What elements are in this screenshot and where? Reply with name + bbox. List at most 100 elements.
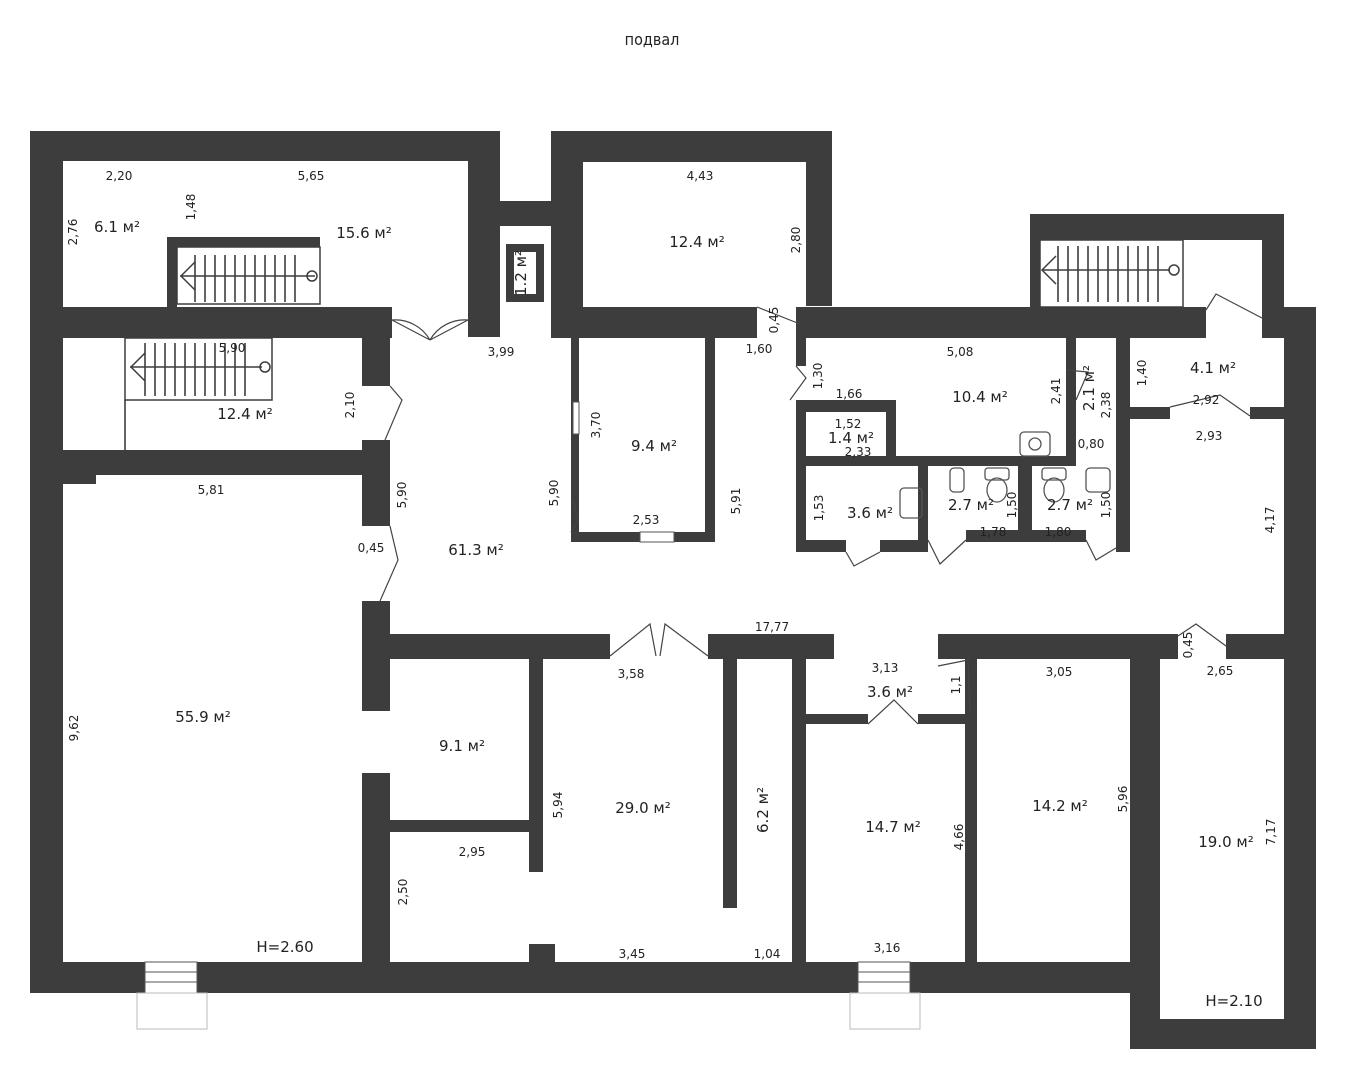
dimension: 2,80 — [789, 227, 803, 254]
wall-62-left — [723, 658, 737, 908]
wall-h-lower-4 — [1226, 634, 1316, 659]
wall-corridor-left — [468, 131, 500, 335]
dimension: 2,95 — [459, 845, 486, 859]
dimension: 3,99 — [488, 345, 515, 359]
wall-stair-left — [1030, 214, 1040, 309]
room-area: 3.6 м² — [867, 683, 913, 701]
wall-v-corridor-2 — [362, 440, 390, 526]
dimension: 3,05 — [1046, 665, 1073, 679]
dimension: 2,50 — [396, 879, 410, 906]
dimension: 0,45 — [358, 541, 385, 555]
ceiling-heights: H=2.60 H=2.10 — [256, 938, 1262, 1010]
dimension: 4,43 — [687, 169, 714, 183]
room-area: 12.4 м² — [217, 405, 273, 423]
dimension: 1,04 — [754, 947, 781, 961]
floor-title: подвал — [624, 30, 680, 49]
wall-21-left — [1066, 336, 1076, 466]
dimension: 1,50 — [1099, 492, 1113, 519]
room-area: 2.7 м² — [1047, 496, 1093, 514]
dimension: 3,45 — [619, 947, 646, 961]
room-area: 9.4 м² — [631, 437, 677, 455]
wall-94-right — [705, 336, 715, 540]
wall-14-top — [796, 400, 896, 412]
dimension: 2,92 — [1193, 393, 1220, 407]
stairs-mid-left — [124, 337, 273, 450]
dimension: 17,77 — [755, 620, 789, 634]
wall-room-12-right — [806, 131, 832, 306]
room-area: 3.6 м² — [847, 504, 893, 522]
dimension: 2,93 — [1196, 429, 1223, 443]
wall-h-mid-left — [30, 450, 390, 475]
wall-36b-bottom-a — [806, 714, 868, 724]
dimension: 1,52 — [835, 417, 862, 431]
room-area: 55.9 м² — [175, 708, 231, 726]
dimension: 1,48 — [184, 194, 198, 221]
dimension: 3,70 — [589, 412, 603, 439]
wall-14-left — [796, 400, 806, 552]
wall-14-right — [886, 400, 896, 460]
wall-h-upper-mid — [468, 307, 500, 337]
wall-h-lower-1 — [388, 634, 610, 659]
room-area: 1.2 м² — [512, 250, 530, 296]
dimension: 2,41 — [1049, 378, 1063, 405]
wall-h-upper-right — [796, 307, 1206, 338]
wall-h-upper-right2 — [1262, 307, 1316, 338]
dimension: 7,17 — [1264, 819, 1278, 846]
dimension: 3,16 — [874, 941, 901, 955]
dimension: 2,20 — [106, 169, 133, 183]
wall-41-bottom-a — [1130, 407, 1170, 419]
dimension: 3,13 — [872, 661, 899, 675]
wall-wc2-bottom — [1032, 530, 1086, 542]
dimension: 5,90 — [219, 341, 246, 355]
wall-top-middle — [551, 131, 832, 162]
bottom-windows — [136, 401, 921, 1030]
room-area: 10.4 м² — [952, 388, 1008, 406]
wall-top-right — [1030, 214, 1284, 240]
dimension: 5,96 — [1116, 786, 1130, 813]
dimension: 2,53 — [633, 513, 660, 527]
dimension: 2,38 — [1099, 392, 1113, 419]
wall-91-bottom — [388, 820, 543, 832]
wall-h-lower-3 — [938, 634, 1178, 659]
dimension: 5,90 — [547, 480, 561, 507]
dimensions: 2,20 5,65 2,76 1,48 4,43 2,80 0,45 1,60 … — [66, 169, 1278, 961]
dimension: 0,80 — [1078, 437, 1105, 451]
room-area: 14.7 м² — [865, 818, 921, 836]
dimension: 2,33 — [845, 445, 872, 459]
ceiling-height: H=2.60 — [256, 938, 313, 956]
room-area: 15.6 м² — [336, 224, 392, 242]
wall-room-12-left — [551, 131, 583, 335]
wall-h-upper-left — [30, 307, 392, 338]
wall-147-right — [965, 658, 977, 963]
room-area: 29.0 м² — [615, 799, 671, 817]
dimension: 1,50 — [1005, 492, 1019, 519]
dimension: 1,78 — [980, 525, 1007, 539]
dimension: 1,53 — [812, 495, 826, 522]
stairs-top-left — [167, 237, 321, 307]
wall-94-left — [571, 336, 579, 540]
room-area: 6.2 м² — [754, 787, 772, 833]
dimension: 1,40 — [1135, 360, 1149, 387]
room-area: 6.1 м² — [94, 218, 140, 236]
wall-h-upper-mid2 — [551, 307, 757, 338]
room-area: 2.1 м² — [1080, 365, 1098, 411]
room-1-2-inner — [514, 252, 536, 294]
dimension: 5,90 — [395, 482, 409, 509]
wall-36a-bottom-a — [796, 540, 846, 552]
wall-corridor-cap — [498, 201, 553, 226]
wall-10-4-left-a — [796, 336, 806, 366]
dimension: 3,58 — [618, 667, 645, 681]
wall-v-corridor-4 — [362, 773, 390, 993]
dimension: 2,65 — [1207, 664, 1234, 678]
sanitary-fixtures — [899, 431, 1111, 519]
wall-29-left — [529, 658, 543, 872]
wall-wc-top — [796, 456, 1066, 466]
room-area: 2.7 м² — [948, 496, 994, 514]
wall-v-corridor-3 — [362, 601, 390, 711]
wall-h-mid-stub — [62, 474, 96, 484]
wall-top-left — [30, 131, 500, 161]
dimension: 2,10 — [343, 392, 357, 419]
dimension: 1,60 — [746, 342, 773, 356]
room-area: 4.1 м² — [1190, 359, 1236, 377]
